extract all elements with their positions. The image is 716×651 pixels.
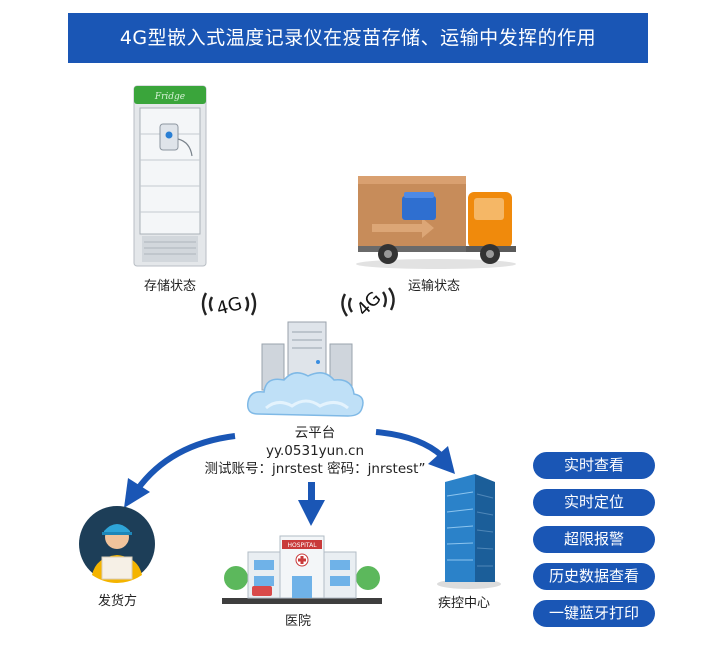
feature-history-data: 历史数据查看: [533, 563, 655, 590]
fridge-brand: Fridge: [154, 92, 185, 102]
cloud-platform-url: yy.0531yun.cn: [265, 443, 365, 459]
truck-icon: [356, 176, 516, 269]
signal-4g-left-icon: 4G: [201, 292, 257, 320]
fridge-icon: Fridge: [133, 85, 207, 267]
page-title: 4G型嵌入式温度记录仪在疫苗存储、运输中发挥的作用: [68, 13, 648, 63]
hospital-icon: HOSPITAL: [222, 535, 382, 604]
hospital-label: 医院: [285, 614, 312, 629]
cdc-building-icon: [437, 474, 501, 589]
arrow-to-cdc: [375, 429, 445, 459]
arrow-to-hospital: [308, 482, 315, 500]
storage-label: 存储状态: [144, 279, 197, 294]
feature-realtime-view: 实时查看: [533, 452, 655, 479]
arrow-to-shipper: [134, 433, 236, 492]
signal-4g-right-icon: 4G: [341, 287, 395, 320]
hospital-sign-text: HOSPITAL: [287, 542, 317, 549]
arrow-to-cdc-head: [428, 446, 455, 474]
arrow-to-hospital-head: [298, 500, 325, 526]
shipper-label: 发货方: [98, 594, 138, 609]
feature-realtime-location: 实时定位: [533, 489, 655, 516]
shipper-avatar-icon: [79, 506, 155, 583]
transport-label: 运输状态: [408, 279, 461, 294]
cloud-platform-name: 云平台: [294, 425, 336, 441]
test-account-info: 测试账号：jnrstest 密码：jnrstest”: [204, 461, 426, 477]
arrow-to-shipper-head: [124, 478, 150, 508]
feature-limit-alarm: 超限报警: [533, 526, 655, 553]
feature-bluetooth-print: 一键蓝牙打印: [533, 600, 655, 627]
cloud-server-icon: [246, 321, 364, 417]
cdc-label: 疾控中心: [438, 596, 491, 611]
